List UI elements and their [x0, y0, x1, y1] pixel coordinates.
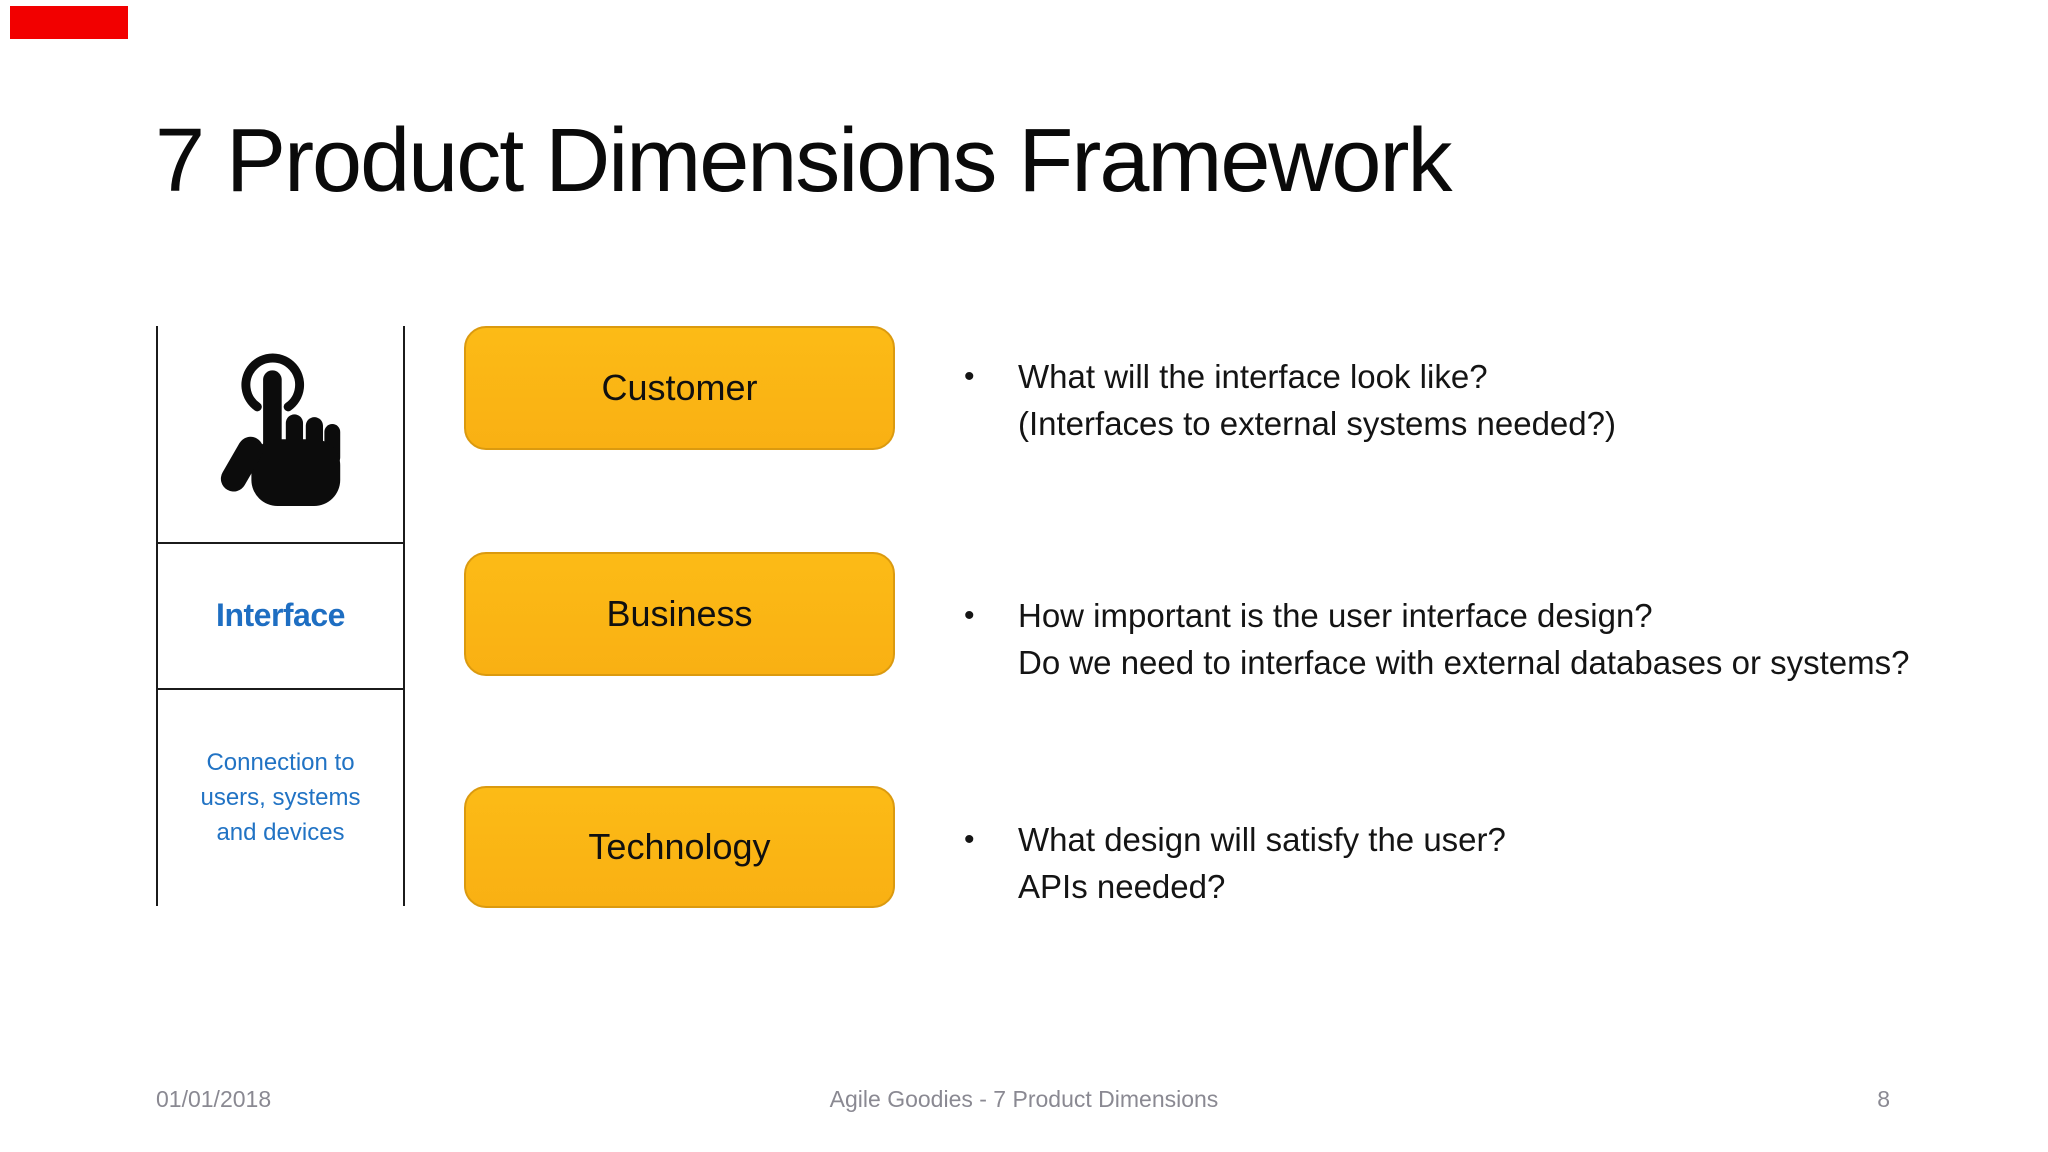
page-title: 7 Product Dimensions Framework: [155, 111, 1452, 211]
bullet-item: • How important is the user interface de…: [964, 592, 1909, 686]
footer-page-number: 8: [1877, 1086, 1890, 1112]
card-label: Business: [606, 593, 753, 634]
card-label: Technology: [588, 826, 771, 867]
panel-divider: [156, 542, 405, 544]
card-label: Customer: [601, 367, 758, 408]
panel-divider: [156, 688, 405, 690]
dimension-card-business: Business: [464, 552, 895, 676]
bullet-item: • What design will satisfy the user? API…: [964, 816, 1506, 910]
footer-title: Agile Goodies - 7 Product Dimensions: [829, 1086, 1219, 1112]
dimension-icon-cell: [158, 326, 403, 540]
bullet-dot: •: [964, 823, 975, 856]
tap-gesture-icon: [212, 349, 350, 517]
dimension-description: Connection to users, systems and devices: [200, 748, 361, 846]
bullet-item: • What will the interface look like? (In…: [964, 353, 1616, 447]
dimension-name: Interface: [216, 596, 345, 633]
dimension-card-customer: Customer: [464, 326, 895, 450]
footer-date: 01/01/2018: [156, 1086, 272, 1112]
bullet-text: How important is the user interface desi…: [1018, 597, 1910, 681]
dimension-description-cell: Connection to users, systems and devices: [158, 690, 403, 904]
red-marker: [10, 6, 128, 39]
bullet-text: What will the interface look like? (Inte…: [1018, 358, 1616, 442]
dimension-name-cell: Interface: [158, 544, 403, 686]
bullet-dot: •: [964, 599, 975, 632]
bullet-dot: •: [964, 360, 975, 393]
dimension-card-technology: Technology: [464, 786, 895, 908]
bullet-text: What design will satisfy the user? APIs …: [1018, 821, 1506, 905]
dimension-panel: Interface Connection to users, systems a…: [156, 326, 405, 906]
